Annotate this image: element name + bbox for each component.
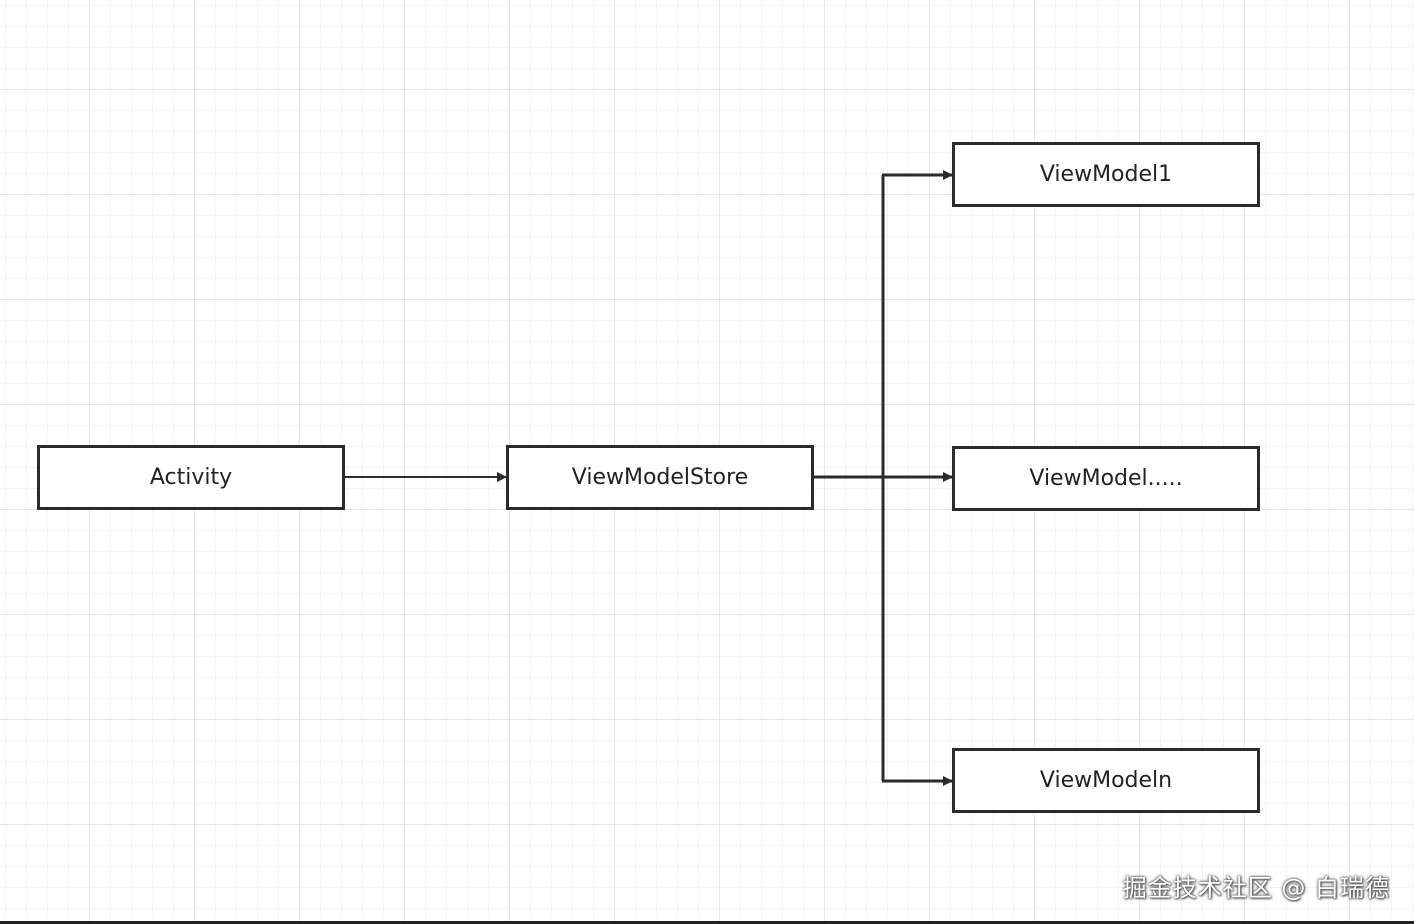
node-view-model-1[interactable]: ViewModel1 [952,142,1260,207]
watermark: 掘金技术社区 @ 白瑞德 [1122,874,1390,902]
node-view-model-store-label: ViewModelStore [571,465,749,490]
bottom-rule [0,921,1414,924]
node-view-model-1-label: ViewModel1 [1039,162,1173,187]
node-view-model-mid[interactable]: ViewModel..... [952,446,1260,511]
node-view-model-store[interactable]: ViewModelStore [506,445,814,510]
node-view-model-mid-label: ViewModel..... [1029,466,1183,491]
node-activity-label: Activity [149,465,233,490]
node-activity[interactable]: Activity [37,445,345,510]
node-view-model-n[interactable]: ViewModeln [952,748,1260,813]
node-view-model-n-label: ViewModeln [1039,768,1173,793]
